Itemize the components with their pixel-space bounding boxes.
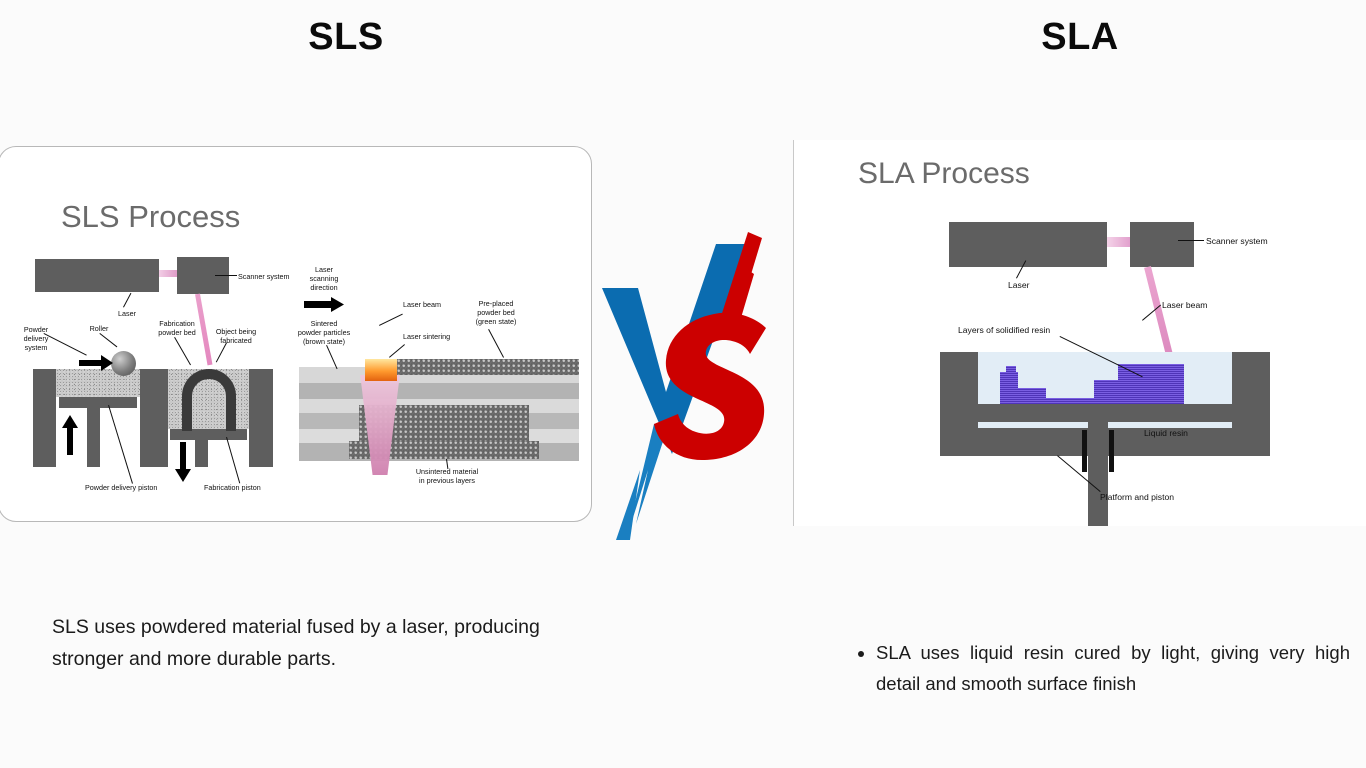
sls-powder-delivery-piston-leader [108, 405, 133, 484]
sls-fabrication-powder-bed-leader [174, 337, 191, 366]
sls-wall-right [249, 369, 273, 467]
sls-fabrication-piston-rod [195, 440, 208, 467]
sls-powder-delivery-piston-plate [59, 397, 137, 408]
sls-laser-leader [123, 292, 132, 308]
sla-scanner-system-label: Scanner system [1206, 236, 1268, 246]
sls-diagram-panel: SLS Process Laser Scanner system [0, 146, 592, 522]
sls-sintered-leader [326, 345, 338, 370]
sla-scanner-leader [1178, 240, 1204, 241]
sla-liquid-resin-label: Liquid resin [1144, 428, 1188, 438]
sla-solidified-layer-left2 [1006, 366, 1016, 376]
sls-unsintered-material-skirt [349, 441, 539, 459]
sls-fabrication-piston-label: Fabrication piston [204, 483, 261, 492]
sls-preplaced-powder-bed [387, 359, 579, 375]
sla-solidified-layer-right [1166, 364, 1184, 404]
sla-solidified-layer-floor [1000, 398, 1176, 404]
caption-sla-list: SLA uses liquid resin cured by light, gi… [850, 638, 1350, 699]
sla-solidified-layer-step [1094, 380, 1122, 404]
sls-object-being-fabricated-label: Object being fabricated [215, 327, 257, 345]
sls-scanner-system-label: Scanner system [238, 272, 290, 281]
sla-laser-beam-label: Laser beam [1162, 300, 1208, 310]
sla-piston-rod [1088, 422, 1108, 526]
sls-roller-leader [99, 333, 118, 348]
sls-laser-box [35, 259, 159, 292]
sla-diagram-panel: SLA Process Laser Scanner system Laser b… [794, 140, 1366, 526]
blue-streak-icon [626, 420, 670, 540]
sls-laser-sintering-zone [365, 359, 397, 381]
sla-laser-box [949, 222, 1107, 267]
sls-roller-label: Roller [89, 324, 109, 333]
caption-sla-container: SLA uses liquid resin cured by light, gi… [850, 638, 1350, 699]
sls-unsintered-material-label: Unsintered material in previous layers [415, 467, 479, 485]
sls-wall-left [33, 369, 56, 467]
sls-powder-delivery-system-label: Powder delivery system [23, 325, 49, 352]
sls-object-arch [182, 369, 236, 431]
sla-platform [978, 404, 1234, 422]
sls-fabrication-piston-plate [170, 429, 247, 440]
sls-laser-label: Laser [118, 309, 136, 318]
sls-laser-beam-leader [379, 313, 403, 326]
sla-scanner-box [1130, 222, 1194, 267]
caption-sla-item: SLA uses liquid resin cured by light, gi… [876, 638, 1350, 699]
red-streak-icon [716, 232, 762, 332]
sls-down-arrow [175, 442, 191, 482]
vs-badge-svg [602, 232, 766, 540]
caption-sls: SLS uses powdered material fused by a la… [52, 616, 540, 670]
sla-piston-seal-right [1109, 430, 1114, 472]
sls-fabrication-piston-leader [226, 437, 241, 484]
sls-roller [111, 351, 136, 376]
sls-laser-sintering-label: Laser sintering [403, 332, 451, 341]
sla-laser-to-scanner-beam [1107, 237, 1130, 247]
sls-laser-scanning-direction-arrow [304, 297, 344, 312]
heading-sla: SLA [1041, 16, 1119, 58]
sls-powder-delivery-piston-rod [87, 408, 100, 467]
sls-fabrication-powder-bed-label: Fabrication powder bed [158, 319, 196, 337]
sla-piston-seal-left [1082, 430, 1087, 472]
sls-sintered-powder-particles-label: Sintered powder particles (brown state) [297, 319, 351, 346]
sls-preplaced-powder-bed-label: Pre-placed powder bed (green state) [475, 299, 517, 326]
sls-laser-beam-label: Laser beam [403, 300, 441, 309]
sls-scanner-leader [215, 275, 237, 276]
sls-process-title: SLS Process [61, 199, 241, 234]
sls-powder-delivery-piston-label: Powder delivery piston [85, 483, 158, 492]
sla-layers-of-solidified-resin-label: Layers of solidified resin [958, 325, 1051, 335]
sla-solidified-layer-left [1000, 372, 1018, 404]
sls-laser-sintering-leader [389, 344, 405, 358]
sls-laser-scanning-direction-label: Laser scanning direction [309, 265, 339, 292]
letter-v [602, 244, 748, 454]
vs-badge [596, 224, 796, 540]
sls-object-leader [215, 342, 227, 363]
sls-wall-middle [140, 369, 168, 467]
sla-process-title: SLA Process [858, 157, 1030, 190]
sla-platform-and-piston-label: Platform and piston [1100, 492, 1175, 502]
sls-preplaced-leader [488, 329, 505, 358]
heading-sls: SLS [308, 16, 384, 58]
letter-s [654, 312, 766, 460]
sla-laser-label: Laser [1008, 280, 1030, 290]
sls-roller-direction-arrow [79, 355, 113, 371]
sls-layer-band-2 [299, 383, 579, 399]
sls-laser-to-scanner-beam [159, 270, 177, 277]
sls-up-arrow [62, 415, 78, 455]
